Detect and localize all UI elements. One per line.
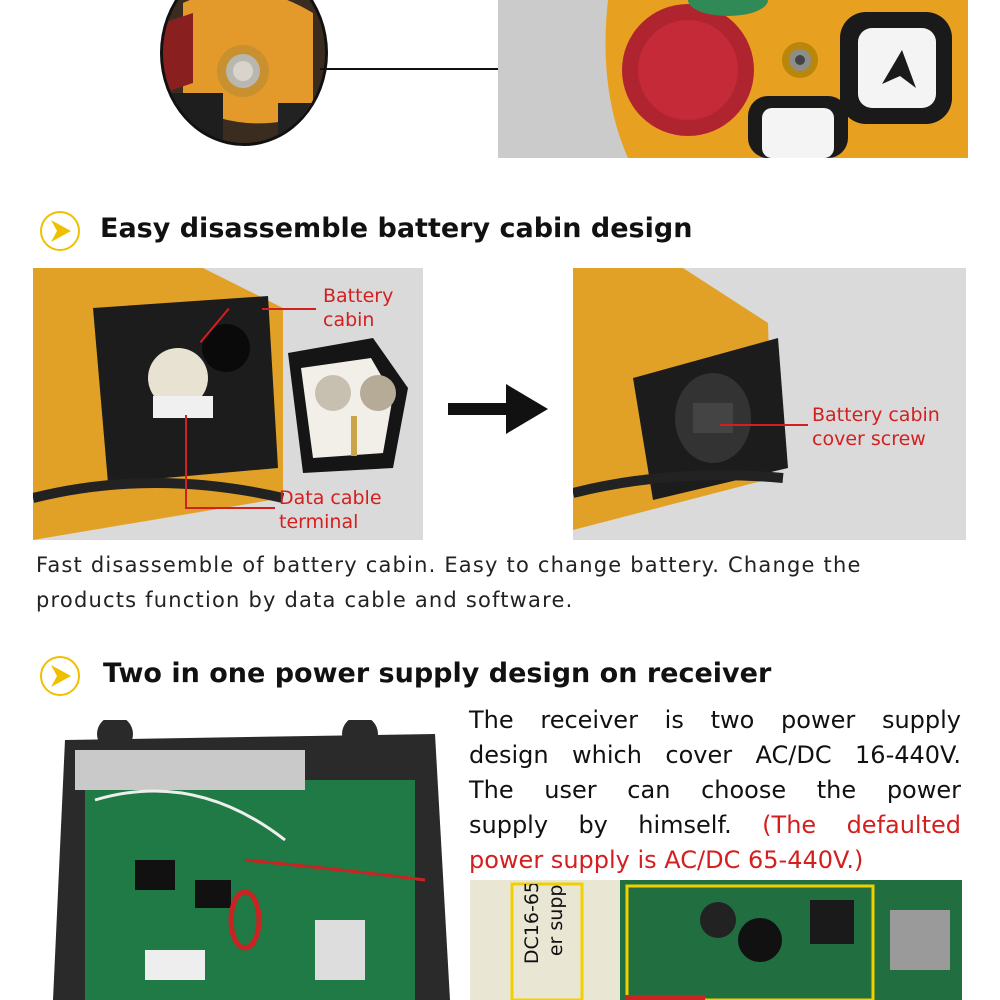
- paragraph-line-4: supply by himself. (The defaulted: [469, 811, 962, 839]
- receiver-board-photo: [45, 720, 455, 1000]
- callout-line-cover-screw: [720, 424, 808, 426]
- battery-cabin-open-photo: [33, 268, 423, 540]
- battery-cabin-caption: Fast disassemble of battery cabin. Easy …: [36, 553, 862, 612]
- chevron-right-icon: [40, 211, 80, 251]
- battery-cabin-closed-photo: [573, 268, 966, 540]
- zoom-circle-photo: [160, 0, 328, 146]
- power-board-closeup-photo: [470, 880, 962, 1000]
- section-title-power-supply: Two in one power supply design on receiv…: [103, 658, 772, 689]
- remote-control-photo: [498, 0, 968, 158]
- callout-line-data-cable: [185, 415, 187, 507]
- chevron-right-icon: [40, 656, 80, 696]
- label-data-cable-terminal: Data cable terminal: [279, 487, 382, 533]
- label-battery-cabin: Battery cabin: [323, 285, 394, 331]
- power-supply-description: The receiver is two power supply design …: [469, 706, 962, 874]
- callout-line-data-cable-h: [185, 507, 275, 509]
- transition-arrow-icon: [448, 384, 548, 438]
- callout-line-battery-cabin: [262, 308, 316, 310]
- section-title-battery-cabin: Easy disassemble battery cabin design: [100, 213, 693, 244]
- label-cover-screw: Battery cabin cover screw: [812, 404, 940, 450]
- board-voltage-label: DC16-65V er supply: [521, 884, 567, 965]
